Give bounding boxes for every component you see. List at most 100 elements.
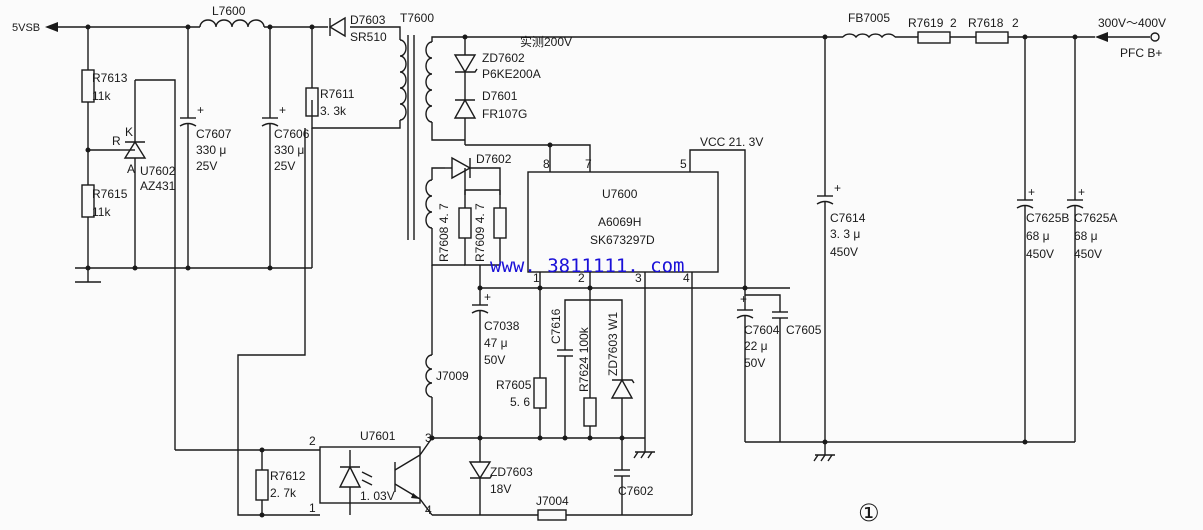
zd7603-label: ZD7603 [490, 465, 533, 479]
c7607-voltage: 25V [196, 159, 217, 173]
c7614-capacitor-icon: + [816, 37, 841, 442]
az431-shunt-regulator-icon [120, 79, 176, 450]
az431-pin-a: A [127, 162, 135, 176]
c7606-label: C7606 [274, 127, 310, 141]
opto-pin2: 2 [309, 434, 316, 448]
measured-label: 实测200V [520, 34, 572, 49]
c7614-value: 3. 3 μ [830, 227, 860, 241]
svg-text:+: + [1028, 185, 1035, 199]
secondary-top-rail [45, 19, 401, 40]
zd7603-value: 18V [490, 482, 511, 496]
c7604-value: 22 μ [744, 339, 768, 353]
fr107-label: FR107G [482, 107, 527, 121]
transformer-t7600-icon [399, 35, 433, 240]
r7619-value: 2 [950, 16, 957, 30]
l7600-label: L7600 [212, 4, 246, 18]
c7606-capacitor-icon: + [261, 27, 286, 268]
opto-voltage: 1. 03V [360, 489, 395, 503]
c7607-label: C7607 [196, 127, 232, 141]
pin7-label: 7 [585, 157, 592, 171]
r7618-value: 2 [1012, 16, 1019, 30]
az431-pin-k: K [125, 125, 133, 139]
r7624-resistor [583, 397, 597, 427]
u7601-label: U7601 [360, 429, 396, 443]
pin3-label: 3 [635, 271, 642, 285]
c7614-label: C7614 [830, 211, 866, 225]
c7038-voltage: 50V [484, 353, 505, 367]
zd7603-w1-zener-icon [610, 378, 635, 438]
c7625b-value: 68 μ [1026, 229, 1050, 243]
pin4-label: 4 [683, 271, 690, 285]
c7625b-voltage: 450V [1026, 247, 1054, 261]
c7625a-label: C7625A [1074, 211, 1117, 225]
opto-transistor-icon [394, 437, 433, 516]
r7608-resistor [458, 207, 472, 239]
d7602-label: D7602 [476, 152, 512, 166]
pin5-label: 5 [680, 157, 687, 171]
pin1-label: 1 [533, 271, 540, 285]
d7603-label: D7603 [350, 13, 386, 27]
c7616-label: C7616 [549, 308, 563, 344]
c7604-label: C7604 [744, 323, 780, 337]
svg-text:+: + [484, 290, 491, 304]
c7605-capacitor-icon [745, 294, 788, 442]
t7600-label: T7600 [400, 11, 434, 25]
r7613-value: 11k [92, 89, 111, 103]
opto-pin3: 3 [425, 431, 432, 445]
r7605-value: 5. 6 [510, 395, 530, 409]
r7619-label: R7619 [908, 16, 944, 30]
r7609-resistor [493, 207, 507, 239]
svg-text:+: + [1078, 185, 1085, 199]
figure-number: ① [858, 499, 880, 527]
c7604-capacitor-icon: + [736, 288, 754, 442]
d7601-label: D7601 [482, 89, 518, 103]
pfc-input-terminal [1150, 32, 1160, 42]
zd7602-label: ZD7602 [482, 51, 525, 65]
az431-pin-r: R [112, 134, 121, 148]
zd7602-zener-icon [453, 37, 478, 95]
fb7005-label: FB7005 [848, 11, 890, 25]
p6ke-label: P6KE200A [482, 67, 541, 81]
d7601-diode-icon [453, 95, 477, 145]
c7602-label: C7602 [618, 484, 654, 498]
sr510-label: SR510 [350, 30, 387, 44]
j7009-label: J7009 [436, 369, 469, 383]
c7038-label: C7038 [484, 319, 520, 333]
u7602-label: U7602 [140, 164, 176, 178]
watermark: www. 3811111. com [490, 255, 684, 277]
r7612-label: R7612 [270, 469, 306, 483]
c7625b-label: C7625B [1026, 211, 1069, 225]
opto-led-icon [338, 450, 373, 515]
c7614-voltage: 450V [830, 245, 858, 259]
c7625b-capacitor-icon: + [1016, 37, 1035, 442]
sk-label: SK673297D [590, 233, 655, 247]
pin8-label: 8 [543, 157, 550, 171]
pin2-label: 2 [578, 271, 585, 285]
a6069-label: A6069H [598, 215, 641, 229]
r7609-label: R7609 4. 7 [473, 203, 487, 262]
svg-text:+: + [197, 103, 204, 117]
j7004-jumper [537, 509, 567, 521]
r7611-label: R7611 [320, 87, 355, 101]
u7600-ic [527, 171, 719, 273]
r7611-value: 3. 3k [320, 104, 347, 118]
r7608-label: R7608 4. 7 [437, 203, 451, 262]
r7615-label: R7615 [92, 187, 128, 201]
svg-text:+: + [279, 103, 286, 117]
r7613-label: R7613 [92, 71, 128, 85]
az431-label: AZ431 [140, 179, 176, 193]
c7038-capacitor-icon: + [471, 288, 491, 438]
r7624-label: R7624 100k [577, 326, 591, 392]
zd7603-zener-icon [468, 438, 493, 515]
c7625a-voltage: 450V [1074, 247, 1102, 261]
net-5vsb-label: 5VSB [12, 22, 40, 34]
u7601-optocoupler [319, 446, 421, 504]
c7604-voltage: 50V [744, 356, 765, 370]
svg-text:+: + [740, 292, 747, 306]
r7612-resistor [255, 469, 269, 501]
j7004-label: J7004 [536, 494, 569, 508]
r7619-resistor [917, 31, 951, 44]
zd7603w1-label: ZD7603 W1 [606, 312, 620, 376]
d7603-diode-icon [328, 16, 346, 38]
